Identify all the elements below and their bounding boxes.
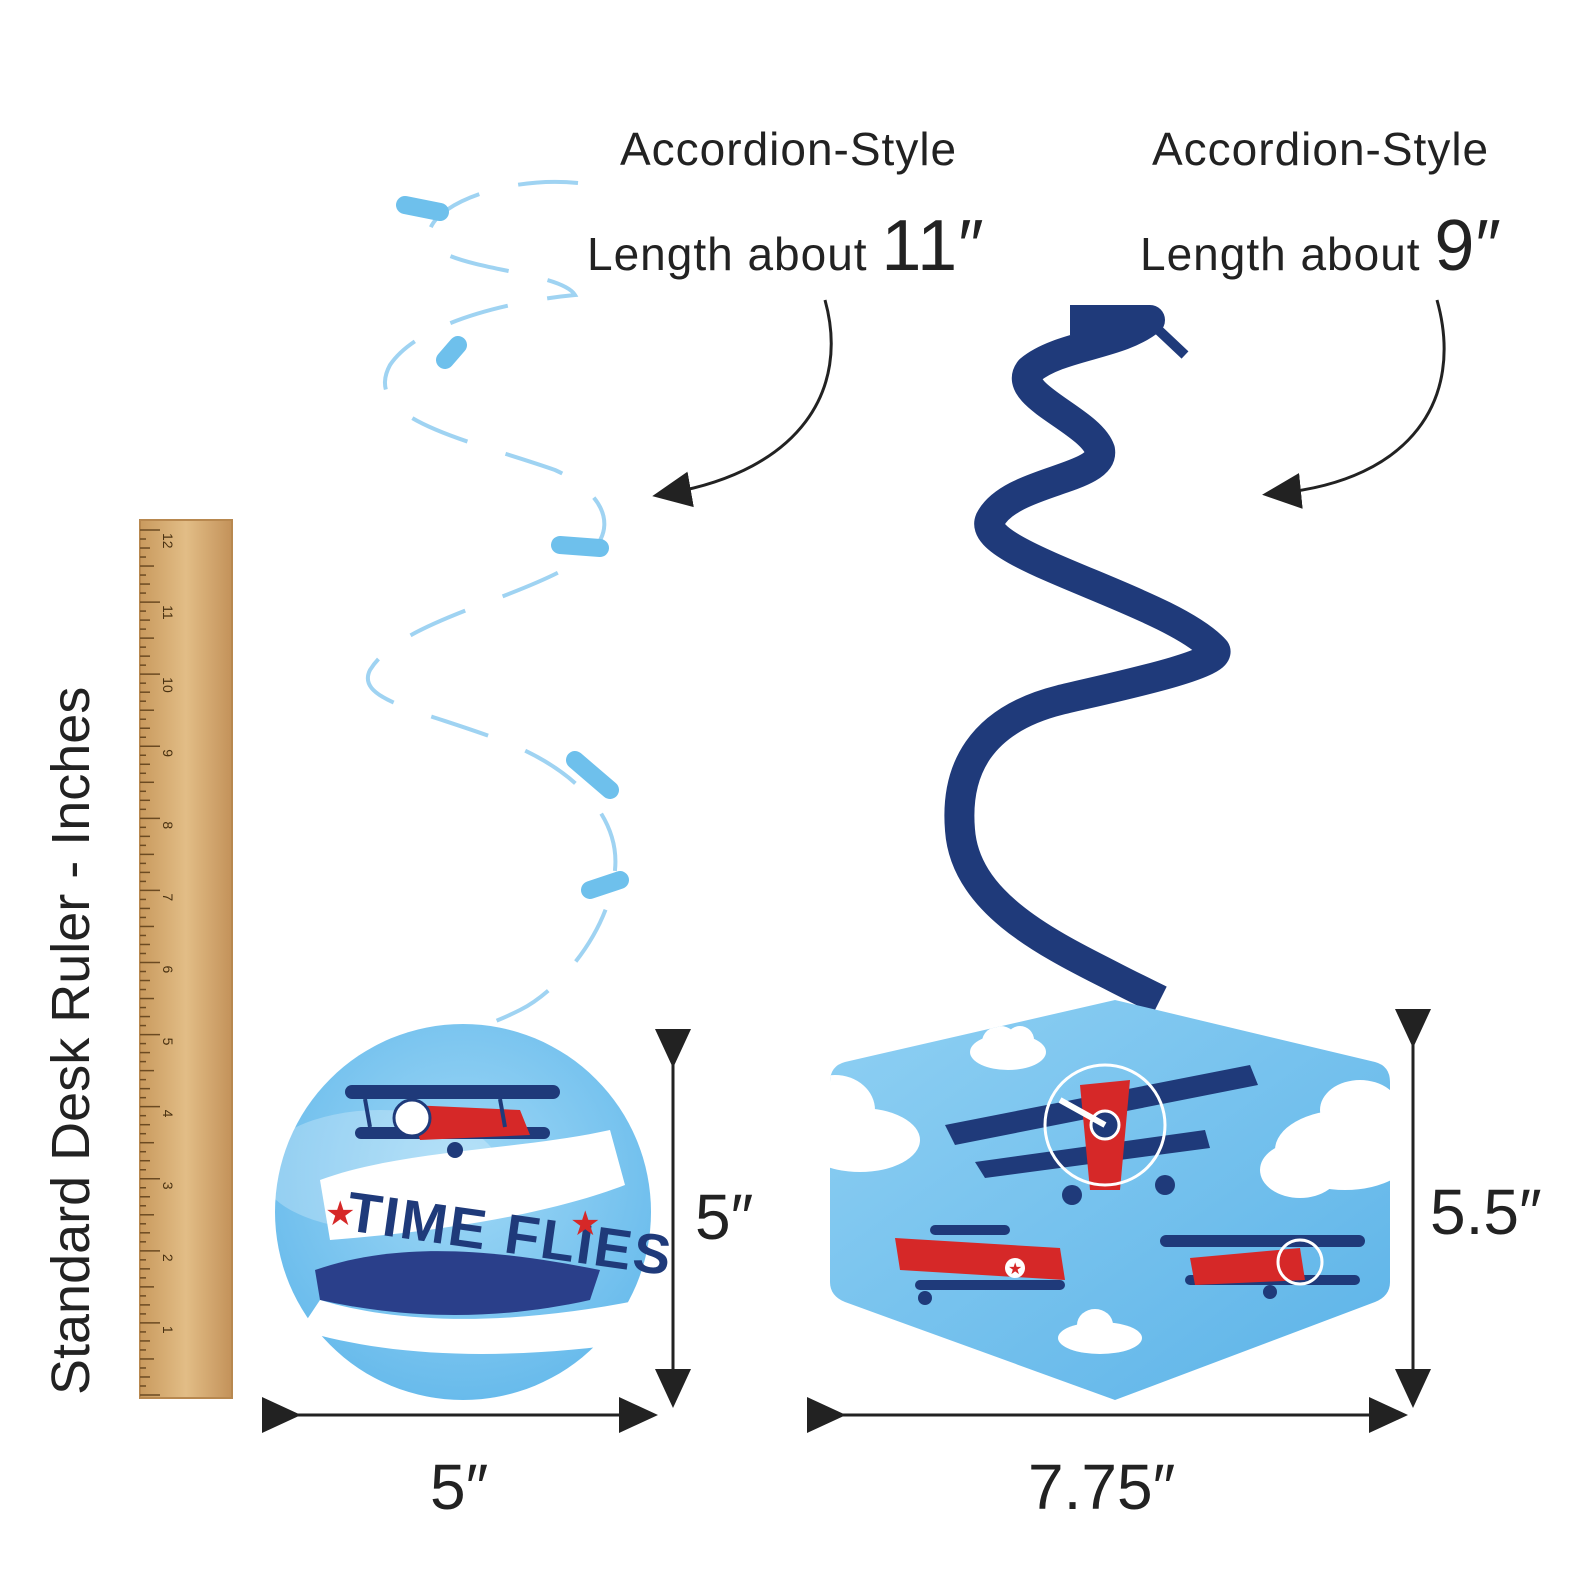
ruler-caption: Standard Desk Ruler - Inches (41, 686, 101, 1395)
left-length-prefix: Length about (587, 228, 868, 280)
left-length-label: Length about 11″ (587, 205, 985, 287)
ruler-number: 10 (160, 677, 176, 693)
ruler-number: 7 (160, 893, 176, 901)
ruler-number: 1 (160, 1326, 176, 1334)
ruler-number: 4 (160, 1110, 176, 1118)
cloud-shapes (830, 1026, 1390, 1354)
round-biplane-illustration (345, 1085, 560, 1158)
hex-right-biplane-illustration (1160, 1235, 1365, 1299)
ruler-number: 2 (160, 1254, 176, 1262)
right-length-value: 9″ (1434, 206, 1502, 286)
hex-center-biplane-illustration (945, 1063, 1258, 1205)
hex-left-biplane-illustration: ★ (895, 1225, 1065, 1305)
ruler-number: 5 (160, 1038, 176, 1046)
round-width-label: 5″ (430, 1451, 489, 1523)
right-length-label: Length about 9″ (1140, 205, 1502, 287)
ruler-number: 3 (160, 1182, 176, 1190)
left-length-value: 11″ (881, 206, 985, 286)
svg-text:★: ★ (1008, 1261, 1022, 1278)
svg-text:★: ★ (570, 1205, 600, 1243)
ruler-number: 8 (160, 821, 176, 829)
hex-width-label: 7.75″ (1028, 1451, 1176, 1523)
ruler-number: 12 (160, 533, 176, 549)
hex-height-label: 5.5″ (1430, 1176, 1542, 1248)
dimension-arrows (262, 1009, 1431, 1433)
left-callout-arrow (652, 299, 833, 508)
left-spiral-streamer (355, 168, 629, 1047)
ruler-number: 11 (160, 605, 176, 620)
right-style-label: Accordion-Style (1152, 123, 1490, 175)
svg-text:★: ★ (325, 1195, 355, 1233)
right-spiral-streamer (944, 305, 1231, 1014)
ruler-number: 6 (160, 966, 176, 974)
right-callout-arrow (1262, 299, 1446, 509)
right-length-prefix: Length about (1140, 228, 1421, 280)
round-cutout: TIME FLIES ★ ★ (271, 1020, 677, 1404)
round-height-label: 5″ (695, 1181, 754, 1253)
left-style-label: Accordion-Style (620, 123, 958, 175)
hex-cutout: ★ (830, 1000, 1390, 1400)
ruler-number: 9 (160, 749, 176, 757)
